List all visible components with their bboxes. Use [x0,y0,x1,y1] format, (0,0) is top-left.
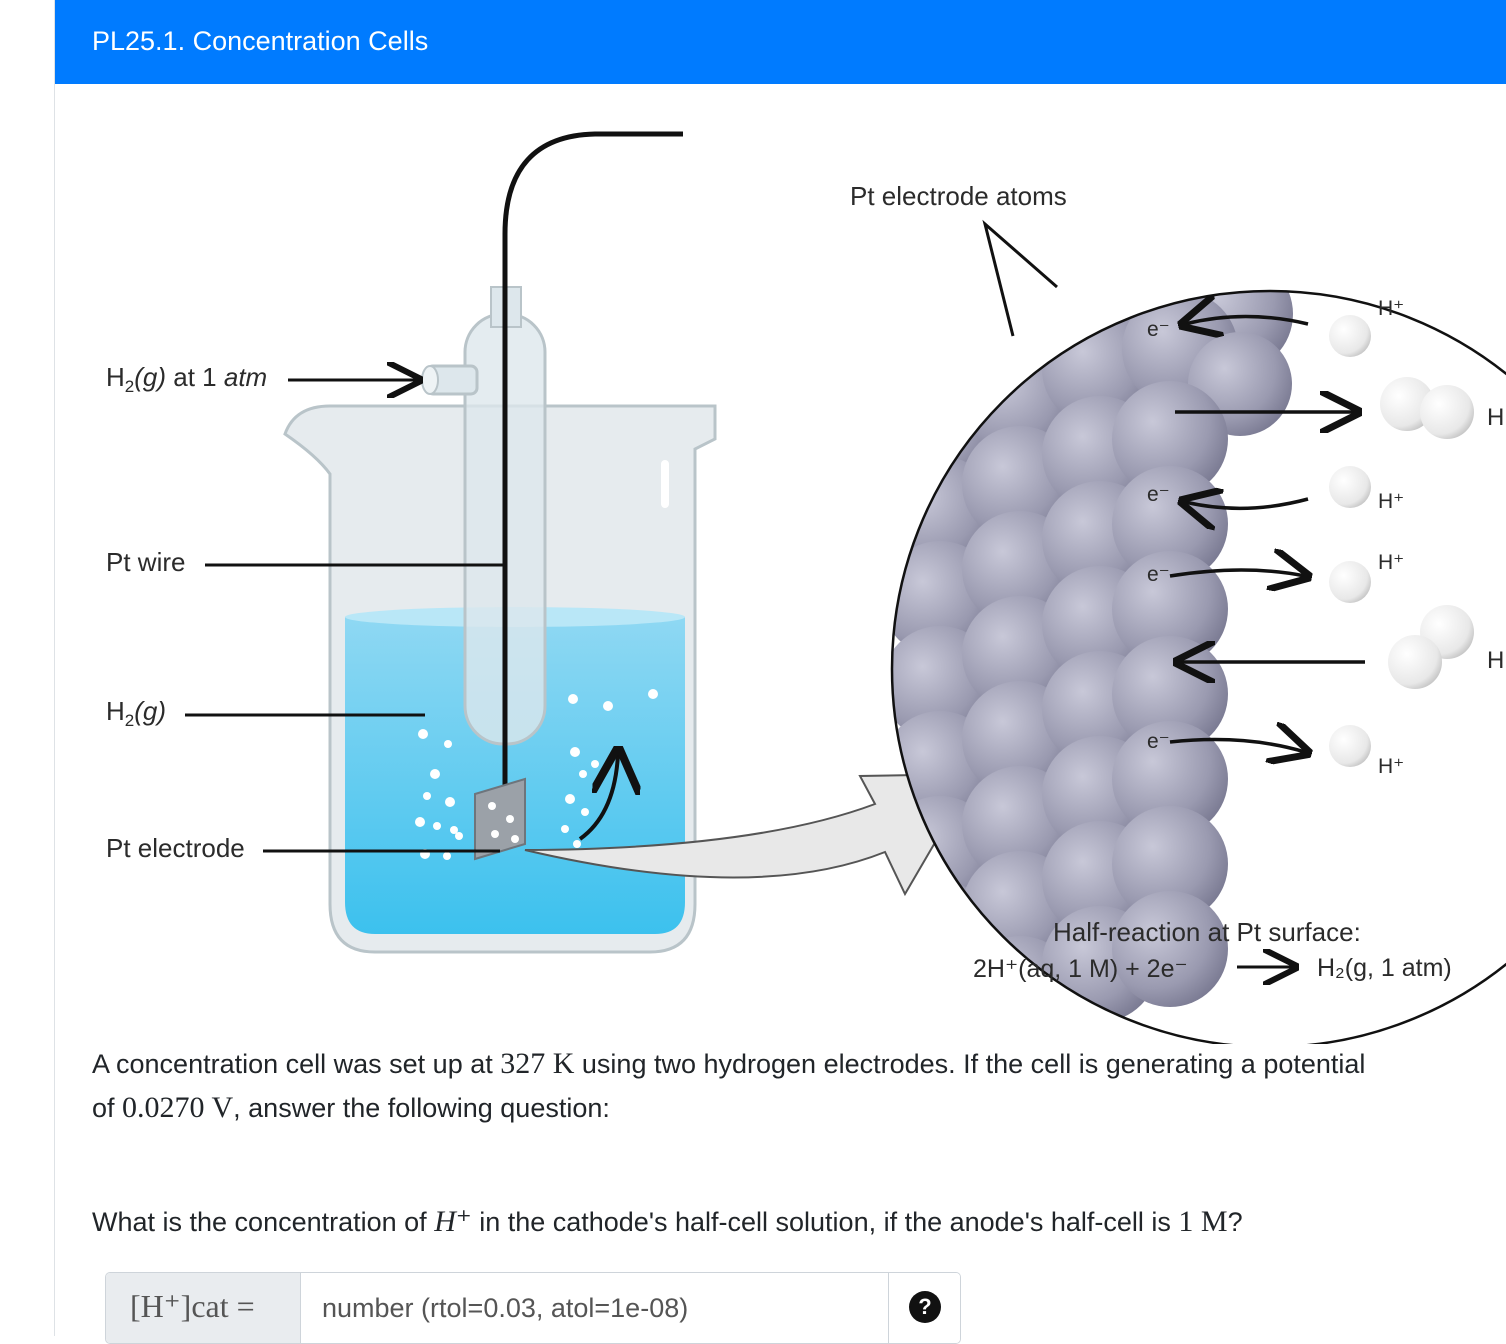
question-prompt: What is the concentration of H⁺ in the c… [92,1205,1243,1238]
label-electron: e⁻ [1147,730,1170,753]
label-electron: e⁻ [1147,483,1170,506]
label-h2-inlet: H2(g) at 1 atm [106,362,268,397]
label-h2-gas: H2(g) [106,696,167,731]
concentration-cell-figure: H2(g) at 1 atm Pt wire H2(g) Pt electrod… [55,84,1506,1044]
help-button[interactable]: ? [888,1273,960,1343]
question-circle-icon[interactable]: ? [909,1291,941,1323]
potential-value: 0.0270 V [122,1091,234,1124]
label-electron: e⁻ [1147,563,1170,586]
label-proton: H⁺ [1378,297,1405,320]
half-reaction-left: 2H⁺(aq, 1 M) + 2e⁻ [973,955,1188,983]
answer-label: [H⁺]cat = [130,1288,255,1324]
bubble-rise-arrow [578,754,618,841]
h2-bubbles [415,689,658,860]
answer-input[interactable] [302,1273,886,1343]
answer-input-group: [H⁺]cat = ? [105,1272,961,1344]
left-gutter [0,0,55,1336]
label-electron: e⁻ [1147,318,1170,341]
anode-concentration: 1 M [1178,1205,1228,1238]
figure-drawing [185,131,1506,1044]
label-pt-wire: Pt wire [106,547,186,577]
question-title: PL25.1. Concentration Cells [92,26,429,56]
label-h-cut: H [1487,404,1505,431]
question-header: PL25.1. Concentration Cells [55,0,1506,84]
magnified-surface [892,291,1506,1044]
half-reaction-title: Half-reaction at Pt surface: [1053,917,1361,947]
label-h-cut: H [1487,647,1505,674]
half-reaction-right: H₂(g, 1 atm) [1317,954,1452,982]
question-intro: A concentration cell was set up at 327 K… [92,1047,1366,1124]
label-proton: H⁺ [1378,755,1405,778]
label-proton: H⁺ [1378,551,1405,574]
magnifier-outline [890,289,1506,1044]
answer-label-box: [H⁺]cat = [106,1273,301,1343]
species-symbol: H⁺ [434,1205,472,1238]
pt-wire [502,131,683,814]
label-pt-electrode-atoms: Pt electrode atoms [850,181,1067,211]
label-pt-electrode: Pt electrode [106,833,245,863]
pt-electrode [474,777,526,861]
label-proton: H⁺ [1378,490,1405,513]
temperature-value: 327 K [500,1047,575,1080]
